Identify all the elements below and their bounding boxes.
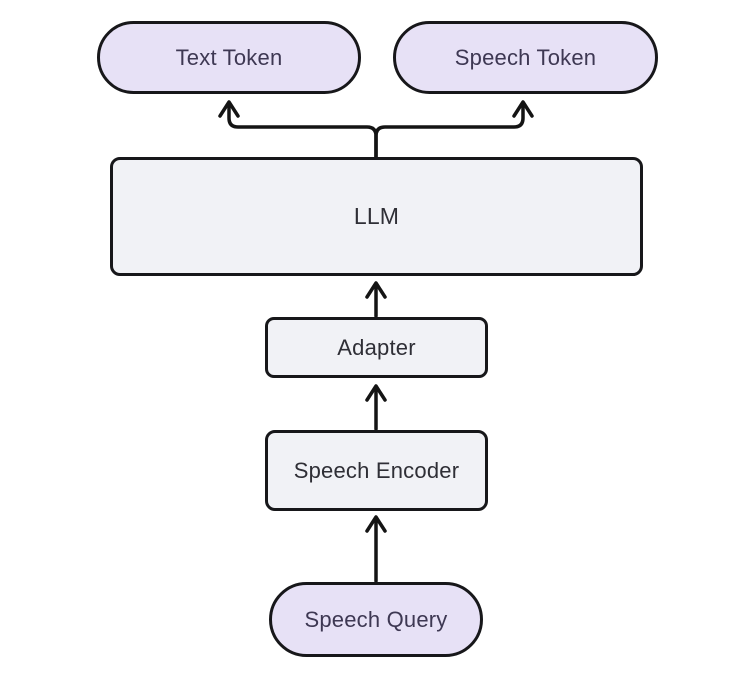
arrow-speech-encoder-to-adapter — [365, 384, 387, 431]
node-speech-encoder-label: Speech Encoder — [293, 457, 460, 483]
node-speech-token-label: Speech Token — [454, 44, 597, 70]
arrow-llm-to-speech-token — [374, 100, 534, 159]
arrow-llm-to-text-token — [218, 100, 378, 159]
node-llm: LLM — [110, 157, 643, 276]
node-adapter-label: Adapter — [337, 334, 416, 360]
node-text-token: Text Token — [97, 21, 361, 94]
node-speech-token: Speech Token — [393, 21, 658, 94]
node-text-token-label: Text Token — [175, 44, 283, 70]
node-speech-query: Speech Query — [269, 582, 483, 657]
node-speech-query-label: Speech Query — [304, 606, 448, 632]
arrow-adapter-to-llm — [365, 281, 387, 318]
node-speech-encoder: Speech Encoder — [265, 430, 488, 511]
node-adapter: Adapter — [265, 317, 488, 378]
node-llm-label: LLM — [353, 203, 400, 229]
arrow-speech-query-to-speech-encoder — [365, 515, 387, 583]
